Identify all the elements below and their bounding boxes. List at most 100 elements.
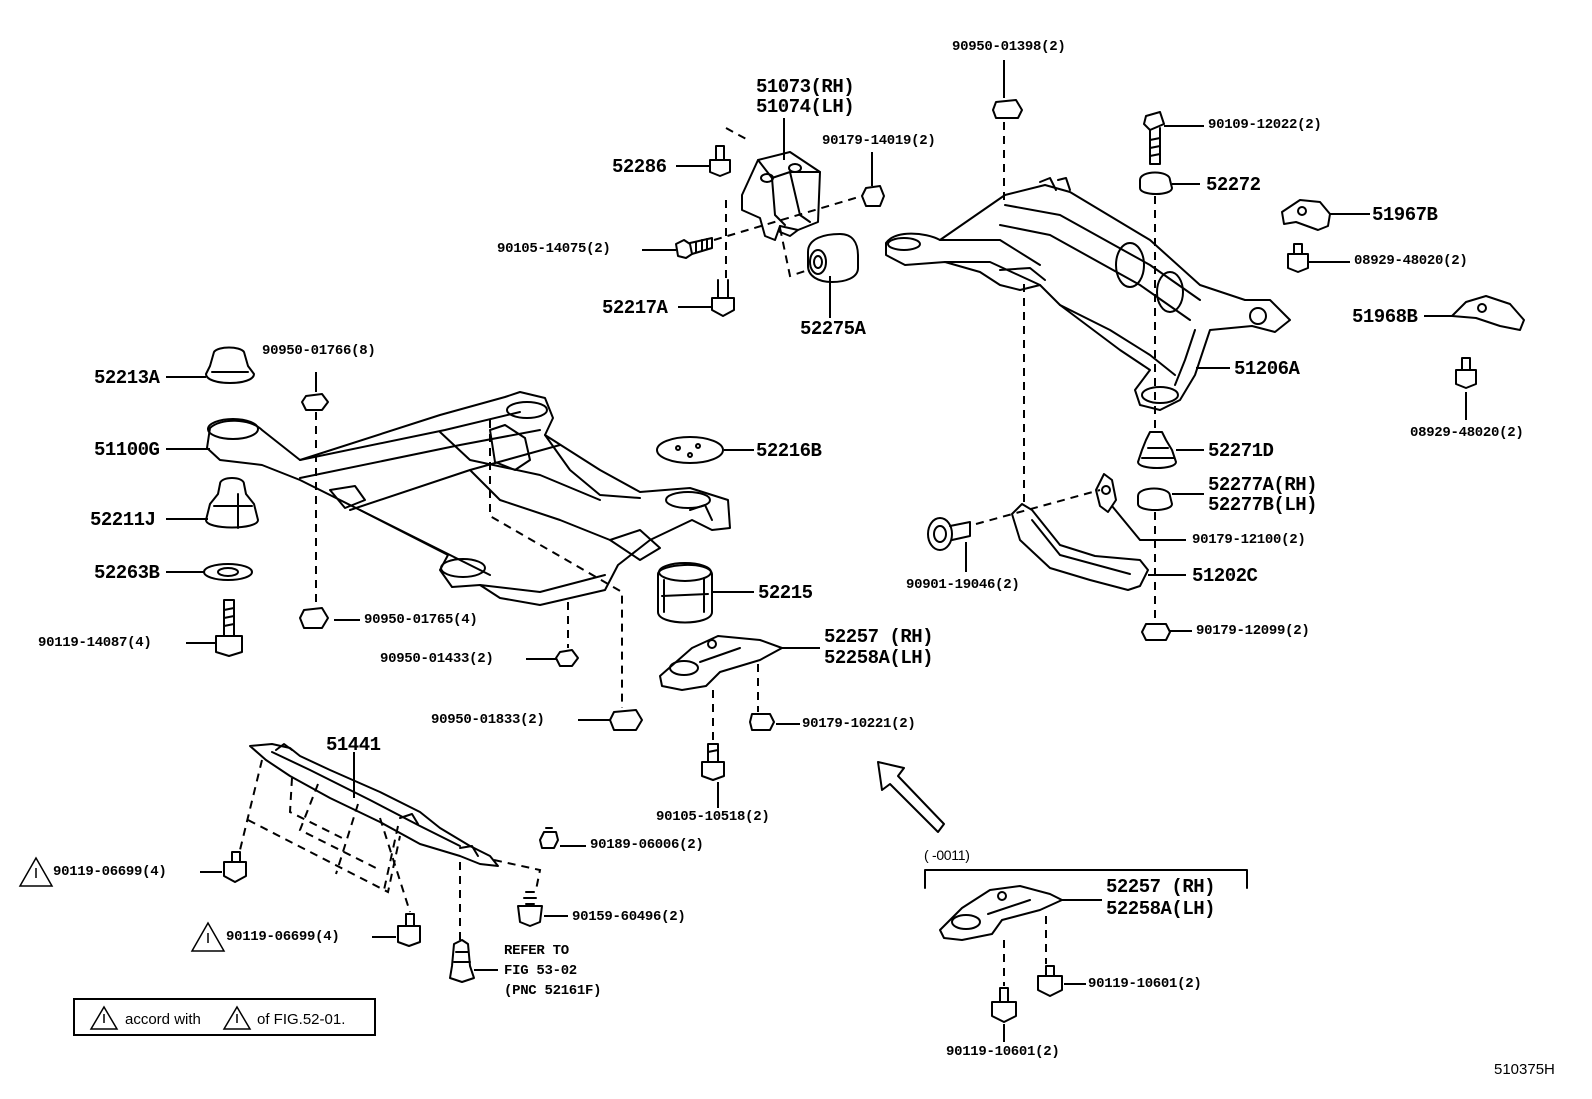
bolt-90119-10601-a — [1037, 965, 1063, 997]
nut-90950-01433 — [555, 649, 579, 667]
label-90159-60496: 90159-60496(2) — [572, 909, 686, 925]
label-range: ( -0011) — [924, 847, 970, 863]
label-90179-10221: 90179-10221(2) — [802, 716, 916, 732]
front-mount-bracket-51073 — [741, 151, 821, 241]
label-90950-01765: 90950-01765(4) — [364, 612, 478, 628]
label-52213a: 52213A — [94, 367, 160, 389]
nut-90950-01766 — [301, 393, 329, 411]
label-90179-12099: 90179-12099(2) — [1196, 623, 1310, 639]
label-52211j: 52211J — [90, 509, 156, 531]
cushion-52271d — [1137, 431, 1177, 469]
nut-08929-48020-b — [1455, 357, 1477, 389]
label-51074: 51074(LH) — [756, 96, 855, 118]
inset-bracket-52257 — [924, 869, 1248, 941]
washer-52263b — [203, 563, 253, 581]
bushing-52215 — [657, 562, 713, 624]
label-51441: 51441 — [326, 734, 381, 756]
note-text-1: accord with — [125, 1011, 201, 1028]
label-90105-10518: 90105-10518(2) — [656, 809, 770, 825]
bolt-90119-14087 — [215, 599, 243, 657]
figure-id: 510375H — [1494, 1061, 1555, 1078]
warning-triangle-icon — [222, 1005, 252, 1030]
warning-triangle-icon — [190, 921, 226, 952]
nut-90950-01765 — [299, 607, 329, 629]
cushion-52213a — [205, 346, 255, 384]
bracket-52257-upper — [659, 635, 783, 691]
label-90950-01433: 90950-01433(2) — [380, 651, 494, 667]
washer-52216b — [656, 436, 724, 464]
direction-arrow — [877, 761, 945, 833]
label-refer-to: REFER TO — [504, 943, 569, 959]
label-51206a: 51206A — [1234, 358, 1300, 380]
label-90189-06006: 90189-06006(2) — [590, 837, 704, 853]
label-90119-10601-b: 90119-10601(2) — [946, 1044, 1060, 1060]
label-08929-48020-a: 08929-48020(2) — [1354, 253, 1468, 269]
bolt-52217a — [711, 279, 735, 317]
front-crossmember-51100g — [206, 391, 731, 606]
label-52275a: 52275A — [800, 318, 866, 340]
nut-90179-10221 — [749, 713, 775, 731]
label-90105-14075: 90105-14075(2) — [497, 241, 611, 257]
screw-90159-60496 — [517, 891, 543, 927]
bolt-90119-10601-b — [991, 987, 1017, 1023]
note-text-2: of FIG.52-01. — [257, 1011, 346, 1028]
label-08929-48020-b: 08929-48020(2) — [1410, 425, 1524, 441]
label-52277a: 52277A(RH) — [1208, 474, 1318, 496]
label-52271d: 52271D — [1208, 440, 1274, 462]
label-52286: 52286 — [612, 156, 667, 178]
nut-90179-12099 — [1141, 623, 1171, 641]
bracket-51968b — [1451, 295, 1525, 331]
label-90179-14019: 90179-14019(2) — [822, 133, 936, 149]
label-52258a-lower: 52258A(LH) — [1106, 898, 1216, 920]
label-90950-01398: 90950-01398(2) — [952, 39, 1066, 55]
cushion-52277a — [1137, 487, 1173, 511]
label-52215: 52215 — [758, 582, 813, 604]
bolt-90901-19046 — [927, 517, 971, 551]
nut-90179-14019 — [861, 185, 885, 207]
nut-90950-01833 — [609, 709, 643, 731]
bolt-90105-10518 — [701, 743, 725, 781]
warning-triangle-icon — [89, 1005, 119, 1030]
label-90119-10601-a: 90119-10601(2) — [1088, 976, 1202, 992]
label-51202c: 51202C — [1192, 565, 1258, 587]
label-90109-12022: 90109-12022(2) — [1208, 117, 1322, 133]
label-90119-06699-b: 90119-06699(4) — [226, 929, 340, 945]
label-90901-19046: 90901-19046(2) — [906, 577, 1020, 593]
bolt-90105-14075 — [675, 237, 713, 259]
note-box: accord with of FIG.52-01. — [73, 998, 376, 1036]
collar-90950-01398 — [992, 99, 1023, 119]
warning-triangle-icon — [18, 856, 54, 887]
label-52257-upper: 52257 (RH) — [824, 626, 934, 648]
label-51100g: 51100G — [94, 439, 160, 461]
label-52277b: 52277B(LH) — [1208, 494, 1318, 516]
label-90950-01766: 90950-01766(8) — [262, 343, 376, 359]
label-90119-06699-a: 90119-06699(4) — [53, 864, 167, 880]
bolt-90119-06699-a — [223, 851, 247, 883]
bolt-52286 — [709, 145, 731, 177]
label-51968b: 51968B — [1352, 306, 1418, 328]
label-90950-01833: 90950-01833(2) — [431, 712, 545, 728]
rear-crossmember-51206a — [885, 177, 1291, 411]
under-cover-51441 — [249, 743, 499, 867]
nut-08929-48020-a — [1287, 243, 1309, 273]
label-51967b: 51967B — [1372, 204, 1438, 226]
cushion-52272 — [1139, 171, 1173, 195]
label-90119-14087: 90119-14087(4) — [38, 635, 152, 651]
label-refer-fig: FIG 53-02 — [504, 963, 577, 979]
label-refer-pnc: (PNC 52161F) — [504, 983, 602, 999]
label-51073: 51073(RH) — [756, 76, 855, 98]
label-52258a-upper: 52258A(LH) — [824, 647, 934, 669]
stud-bolt-90109-12022 — [1143, 111, 1165, 165]
label-52272: 52272 — [1206, 174, 1261, 196]
label-52217a: 52217A — [602, 297, 668, 319]
clip-90189-06006 — [539, 827, 559, 849]
clip-52161f — [449, 939, 475, 983]
label-90179-12100: 90179-12100(2) — [1192, 532, 1306, 548]
bolt-90119-06699-b — [397, 913, 421, 947]
bracket-51967b — [1281, 199, 1331, 231]
label-52216b: 52216B — [756, 440, 822, 462]
arm-51202c — [1011, 473, 1149, 591]
bushing-52275a — [807, 233, 859, 283]
label-52257-lower: 52257 (RH) — [1106, 876, 1216, 898]
